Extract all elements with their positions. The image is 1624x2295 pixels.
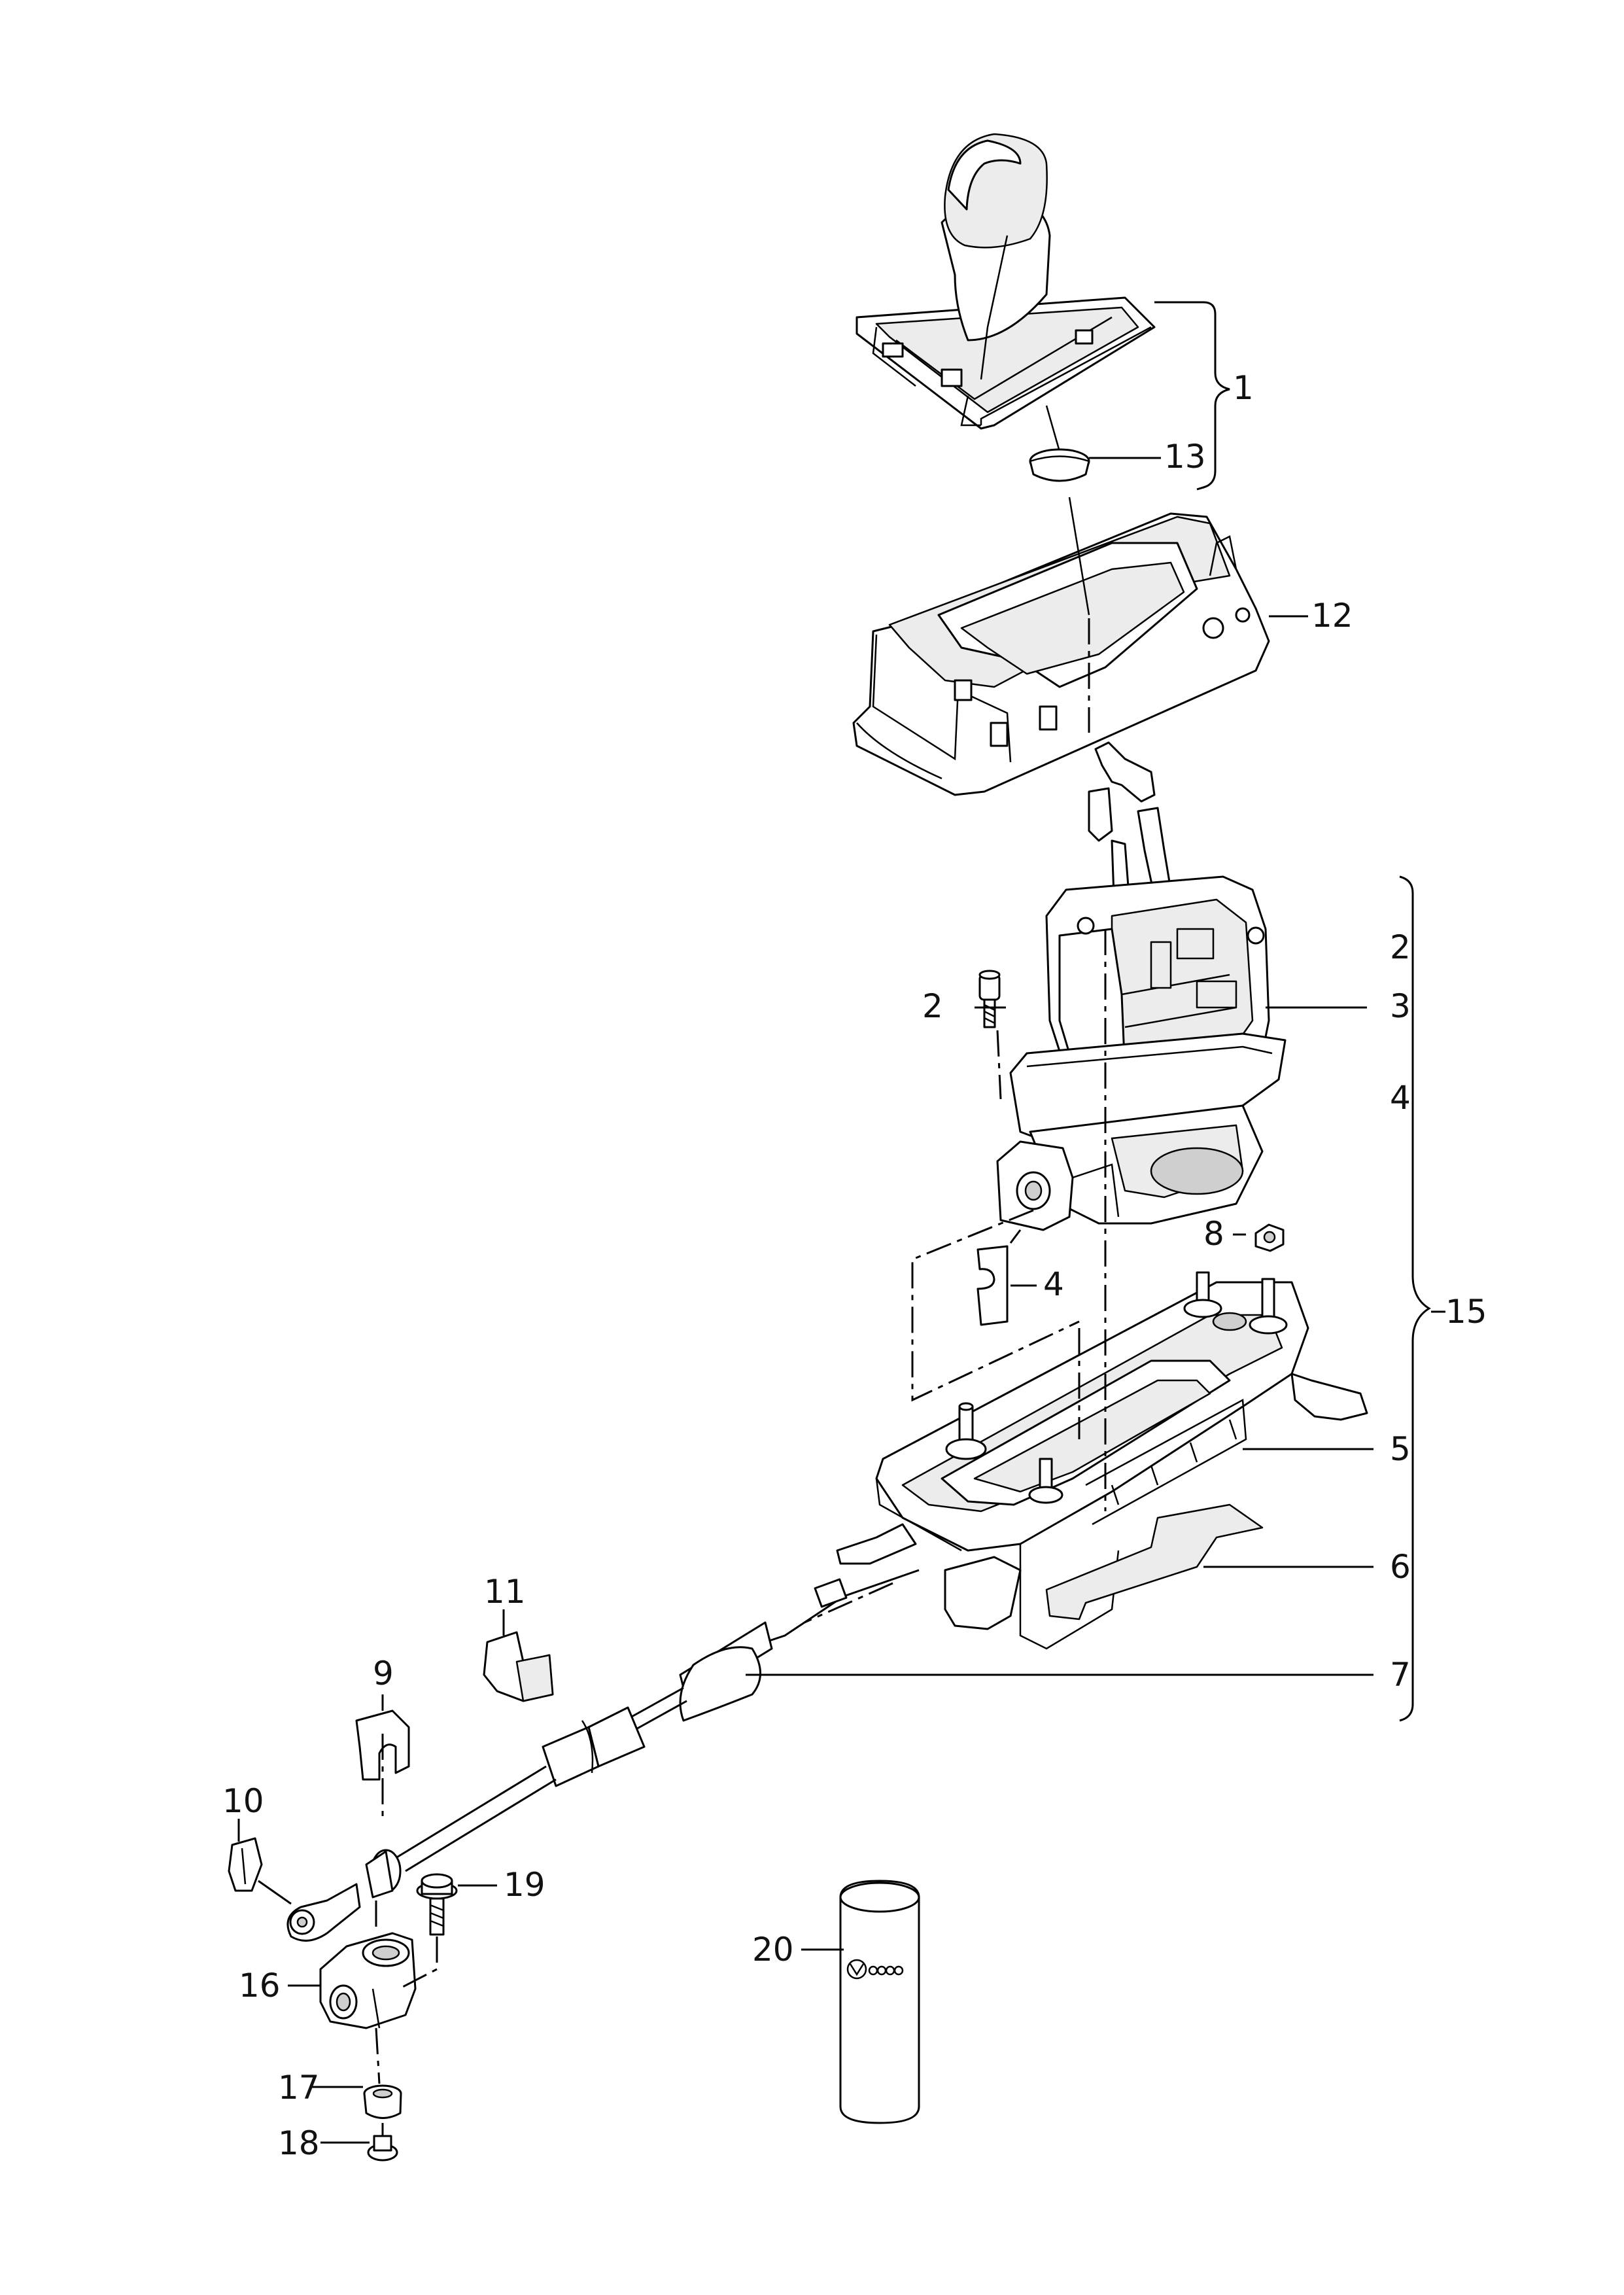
bushing[interactable] [363,2084,402,2119]
boot-retaining-ring[interactable] [1029,405,1090,482]
callout-9: 9 [373,1655,394,1692]
shift-mechanism-housing[interactable] [996,741,1287,1231]
selector-cable[interactable] [286,1569,920,1942]
callout-2-left: 2 [922,987,943,1025]
assembly-lines [375,618,1107,2136]
callout-labels: 1 13 12 2 3 4 2 8 4 15 5 6 7 11 9 10 19 … [222,369,1487,2162]
grease-tube[interactable] [839,1880,920,2124]
callout-7: 7 [1390,1656,1411,1694]
callout-5: 5 [1390,1430,1411,1468]
callout-13: 13 [1164,438,1206,476]
console-trim-frame[interactable] [852,497,1270,796]
callout-3: 3 [1390,987,1411,1025]
washer[interactable] [367,2135,398,2162]
hex-nut[interactable] [1254,1223,1285,1252]
insulation-pad[interactable] [1045,1503,1264,1621]
callout-4-left: 4 [1043,1265,1064,1303]
callout-16: 16 [239,1967,281,2005]
callout-17: 17 [278,2069,320,2107]
retaining-clip[interactable] [976,1245,1009,1326]
callout-8: 8 [1203,1215,1224,1253]
callout-1: 1 [1233,369,1254,407]
leader-lines [237,301,1445,2144]
flange-bolt[interactable] [416,1873,458,1936]
base-bracket[interactable] [836,1271,1368,1650]
cable-bracket[interactable] [319,1932,417,2029]
callout-2-right: 2 [1390,928,1411,966]
callout-6: 6 [1390,1548,1411,1586]
screw-bolt[interactable] [978,970,1001,1028]
callout-20: 20 [752,1931,794,1969]
callout-15: 15 [1445,1293,1487,1331]
callout-12: 12 [1311,597,1353,635]
cable-clip-upper[interactable] [483,1631,554,1702]
callout-10: 10 [222,1782,264,1820]
callout-11: 11 [484,1573,526,1611]
callout-18: 18 [278,2124,320,2162]
callout-19: 19 [504,1866,545,1904]
callout-4-right: 4 [1390,1079,1411,1117]
gear-knob-boot[interactable] [855,133,1156,430]
clip-bracket-10[interactable] [228,1837,263,1892]
